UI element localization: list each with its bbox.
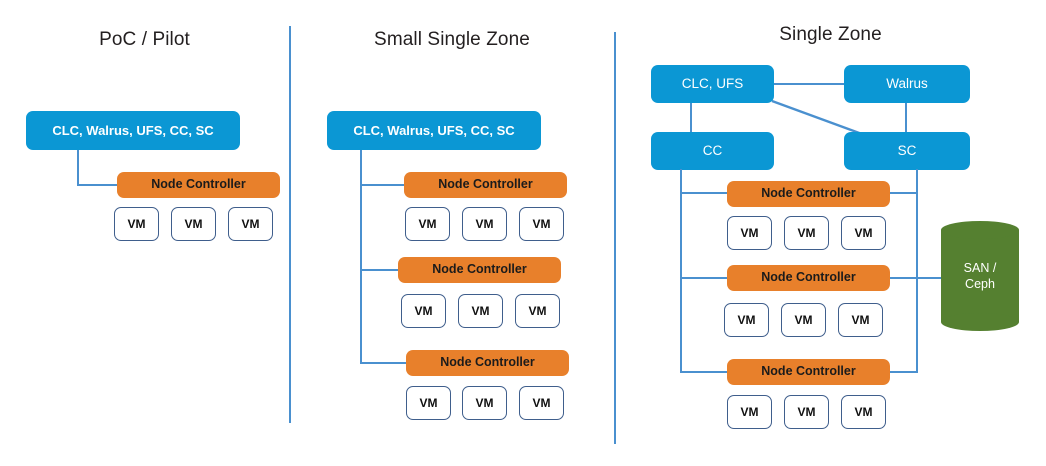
connector-sz-sc-branch-0 <box>882 192 918 195</box>
sz-storage-san-ceph[interactable]: SAN / Ceph <box>941 221 1019 331</box>
connector-sz-cc-branch-1 <box>680 277 738 280</box>
sz-vm-0-1[interactable]: VM <box>784 216 829 250</box>
ssz-vm-1-0[interactable]: VM <box>401 294 446 328</box>
sz-vm-1-1[interactable]: VM <box>781 303 826 337</box>
panel-divider-left <box>289 26 291 423</box>
connector-sz-cc-branch-0 <box>680 192 738 195</box>
storage-label: SAN / Ceph <box>963 261 997 291</box>
sz-service-walrus[interactable]: Walrus <box>844 65 970 103</box>
ssz-node-controller-1[interactable]: Node Controller <box>398 257 561 283</box>
poc-vm-0-2[interactable]: VM <box>228 207 273 241</box>
connector-ssz-branch-2 <box>360 362 408 365</box>
cylinder-top-ellipse <box>941 221 1019 239</box>
ssz-vm-2-1[interactable]: VM <box>462 386 507 420</box>
connector-ssz-branch-1 <box>360 269 401 272</box>
connector-clc-to-sc-diagonal <box>771 99 863 136</box>
sz-vm-1-2[interactable]: VM <box>838 303 883 337</box>
connector-clc-to-cc <box>690 102 693 134</box>
panel-title-single-zone: Single Zone <box>779 24 882 45</box>
poc-vm-0-0[interactable]: VM <box>114 207 159 241</box>
connector-walrus-to-sc <box>905 102 908 134</box>
sz-vm-0-2[interactable]: VM <box>841 216 886 250</box>
ssz-vm-1-1[interactable]: VM <box>458 294 503 328</box>
connector-sz-sc-bus <box>916 169 919 373</box>
cylinder-bottom-ellipse <box>941 313 1019 331</box>
ssz-node-controller-0[interactable]: Node Controller <box>404 172 567 198</box>
poc-cloud-controller-box[interactable]: CLC, Walrus, UFS, CC, SC <box>26 111 240 150</box>
cylinder-body <box>941 230 1019 322</box>
sz-vm-2-1[interactable]: VM <box>784 395 829 429</box>
poc-vm-0-1[interactable]: VM <box>171 207 216 241</box>
panel-title-poc-pilot: PoC / Pilot <box>99 29 190 50</box>
ssz-vm-2-2[interactable]: VM <box>519 386 564 420</box>
ssz-node-controller-2[interactable]: Node Controller <box>406 350 569 376</box>
sz-vm-1-0[interactable]: VM <box>724 303 769 337</box>
sz-vm-2-2[interactable]: VM <box>841 395 886 429</box>
sz-service-clc-ufs[interactable]: CLC, UFS <box>651 65 774 103</box>
connector-sz-sc-branch-2 <box>882 371 918 374</box>
sz-node-controller-2[interactable]: Node Controller <box>727 359 890 385</box>
panel-divider-right <box>614 32 616 444</box>
ssz-vm-1-2[interactable]: VM <box>515 294 560 328</box>
connector-sz-storage-link <box>916 277 946 280</box>
panel-title-small-single-zone: Small Single Zone <box>374 29 530 50</box>
sz-vm-0-0[interactable]: VM <box>727 216 772 250</box>
connector-sz-sc-branch-1 <box>882 277 918 280</box>
sz-node-controller-0[interactable]: Node Controller <box>727 181 890 207</box>
connector-ssz-bus <box>360 149 363 364</box>
sz-service-cc[interactable]: CC <box>651 132 774 170</box>
connector-ssz-branch-0 <box>360 184 407 187</box>
connector-clc-to-walrus <box>772 83 846 86</box>
ssz-vm-0-0[interactable]: VM <box>405 207 450 241</box>
connector-poc-horizontal <box>77 184 120 187</box>
poc-node-controller-0[interactable]: Node Controller <box>117 172 280 198</box>
ssz-cloud-controller-box[interactable]: CLC, Walrus, UFS, CC, SC <box>327 111 541 150</box>
ssz-vm-0-1[interactable]: VM <box>462 207 507 241</box>
sz-vm-2-0[interactable]: VM <box>727 395 772 429</box>
sz-service-sc[interactable]: SC <box>844 132 970 170</box>
sz-node-controller-1[interactable]: Node Controller <box>727 265 890 291</box>
ssz-vm-0-2[interactable]: VM <box>519 207 564 241</box>
connector-sz-cc-bus <box>680 169 683 373</box>
connector-poc-vertical <box>77 149 80 186</box>
connector-sz-cc-branch-2 <box>680 371 738 374</box>
ssz-vm-2-0[interactable]: VM <box>406 386 451 420</box>
